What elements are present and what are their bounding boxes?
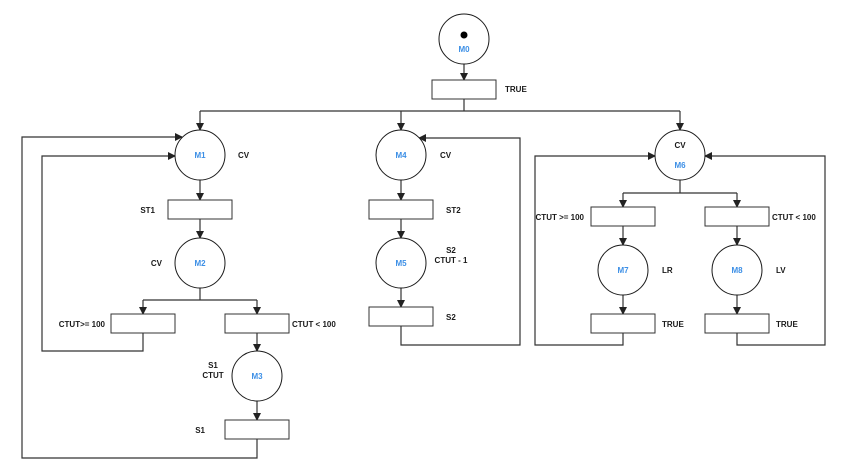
transition-t3[interactable] [224,313,290,334]
place-m0[interactable]: M0 [438,13,490,65]
transition-t2[interactable] [110,313,176,334]
place-m8[interactable]: M8 [711,244,763,296]
transition-bar[interactable] [704,313,770,334]
transition-condition-label: S1 [195,426,205,435]
place-id-label: M5 [395,259,407,268]
place-circle[interactable] [375,129,427,181]
transition-t0[interactable] [431,79,497,100]
place-action-label: CV [151,259,163,268]
arc-t2-m1 [41,152,176,352]
place-m2[interactable]: M2 [174,237,226,289]
place-m6[interactable]: M6 [654,129,706,181]
transition-bar[interactable] [368,306,434,327]
transition-t5[interactable] [368,199,434,220]
transition-condition-label: CTUT >= 100 [536,213,585,222]
place-m1[interactable]: M1 [174,129,226,181]
place-id-label: M1 [194,151,206,160]
place-id-label: M6 [674,161,686,170]
transition-bar[interactable] [431,79,497,100]
transition-bar[interactable] [590,313,656,334]
transition-t9[interactable] [590,313,656,334]
transition-bar[interactable] [704,206,770,227]
transition-t7[interactable] [590,206,656,227]
transition-condition-label: CTUT < 100 [772,213,816,222]
place-action-label: S2 [446,246,456,255]
transition-condition-label: ST2 [446,206,461,215]
transition-condition-label: TRUE [776,320,798,329]
transition-condition-label: CTUT>= 100 [59,320,106,329]
place-circle[interactable] [231,350,283,402]
place-m5[interactable]: M5 [375,237,427,289]
place-id-label: M2 [194,259,206,268]
place-m7[interactable]: M7 [597,244,649,296]
transition-bar[interactable] [167,199,233,220]
transition-t10[interactable] [704,313,770,334]
place-action-label: CV [674,141,686,150]
arc-t4-m1 [21,133,258,459]
token-dot [460,31,468,39]
transition-bar[interactable] [224,313,290,334]
arcs-layer [21,64,826,459]
place-m3[interactable]: M3 [231,350,283,402]
transition-bar[interactable] [368,199,434,220]
transition-condition-label: ST1 [140,206,155,215]
place-id-label: M4 [395,151,407,160]
place-circle[interactable] [174,237,226,289]
transition-t8[interactable] [704,206,770,227]
place-circle[interactable] [597,244,649,296]
place-action-label: CV [238,151,250,160]
transition-condition-label: CTUT < 100 [292,320,336,329]
transition-bar[interactable] [110,313,176,334]
place-id-label: M3 [251,372,263,381]
place-action-label: CTUT [202,371,223,380]
place-action-label: CTUT - 1 [435,256,468,265]
place-id-label: M0 [458,45,470,54]
transition-condition-label: TRUE [505,85,527,94]
place-circle[interactable] [654,129,706,181]
place-action-label: LV [776,266,786,275]
transition-t1[interactable] [167,199,233,220]
arc-t6-m4 [400,134,521,346]
place-m4[interactable]: M4 [375,129,427,181]
transition-condition-label: S2 [446,313,456,322]
transition-t4[interactable] [224,419,290,440]
place-circle[interactable] [174,129,226,181]
transition-bar[interactable] [590,206,656,227]
place-circle[interactable] [375,237,427,289]
transition-t6[interactable] [368,306,434,327]
transition-condition-label: TRUE [662,320,684,329]
place-action-label: S1 [208,361,218,370]
place-action-label: CV [440,151,452,160]
place-circle[interactable] [711,244,763,296]
place-id-label: M7 [617,266,629,275]
arc-t10-m6 [704,152,826,346]
place-id-label: M8 [731,266,743,275]
place-action-label: LR [662,266,673,275]
arc-t9-m6 [534,152,656,346]
transition-bar[interactable] [224,419,290,440]
place-circle[interactable] [438,13,490,65]
